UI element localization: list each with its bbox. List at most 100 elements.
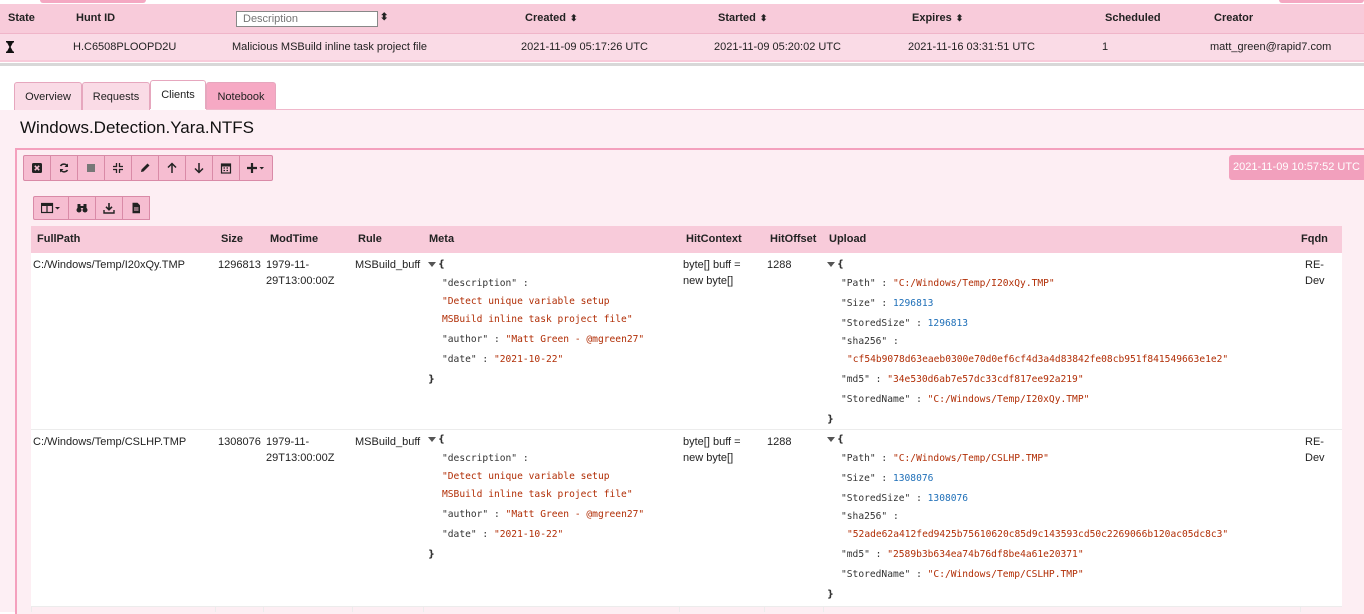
col-hitcontext[interactable]: HitContext: [686, 233, 742, 245]
col-expires-label: Expires: [912, 12, 952, 24]
description-sort-icon[interactable]: ⬍: [380, 12, 389, 23]
caret-down-icon[interactable]: [428, 261, 436, 267]
hunt-description: Malicious MSBuild inline task project fi…: [232, 41, 428, 53]
json-key: "author": [442, 509, 489, 520]
json-string: "C:/Windows/Temp/CSLHP.TMP": [927, 569, 1084, 580]
results-table-header: FullPath Size ModTime Rule Meta HitConte…: [31, 226, 1342, 253]
json-string: "2021-10-22": [493, 529, 564, 540]
col-hitoffset[interactable]: HitOffset: [770, 233, 817, 245]
add-icon: [247, 163, 264, 173]
col-rule[interactable]: Rule: [358, 233, 382, 245]
top-accent-strip: [0, 0, 1364, 4]
cell-hitcontext-line1: byte[] buff =: [683, 259, 741, 271]
cell-modtime: 1979-11-29T13:00:00Z: [266, 430, 335, 466]
json-key: "Size": [841, 473, 876, 484]
stop-icon: [87, 164, 95, 172]
cell-timestamp[interactable]: 2021-11-09 10:57:52 UTC: [1229, 155, 1364, 180]
add-cell-dropdown[interactable]: [239, 155, 273, 181]
col-fullpath[interactable]: FullPath: [37, 233, 81, 245]
cell-fqdn: RE-Dev: [1305, 430, 1325, 466]
cell-size: 1296813: [218, 259, 261, 271]
json-number: 1308076: [927, 493, 969, 504]
json-key: "date": [442, 529, 477, 540]
inspect-button[interactable]: [68, 196, 96, 220]
col-expires[interactable]: Expires⬍: [912, 4, 963, 30]
json-string: "34e530d6ab7e57dc33cdf817ee92a219": [887, 374, 1084, 385]
json-key: "description": [442, 453, 518, 464]
column-selector-button[interactable]: [33, 196, 69, 220]
col-fqdn[interactable]: Fqdn: [1301, 233, 1328, 245]
tab-clients[interactable]: Clients: [150, 80, 206, 109]
json-string: MSBuild inline task project file": [442, 489, 633, 500]
stop-button[interactable]: [77, 155, 105, 181]
caret-down-icon[interactable]: [428, 436, 436, 442]
json-key: "StoredName": [841, 569, 911, 580]
splitter[interactable]: [0, 63, 1364, 66]
cell-hitoffset: 1288: [767, 436, 792, 448]
col-created[interactable]: Created⬍: [525, 4, 578, 30]
cell-fullpath: C:/Windows/Temp/CSLHP.TMP: [33, 436, 187, 448]
caret-down-icon[interactable]: [827, 436, 835, 442]
artifact-title: Windows.Detection.Yara.NTFS: [20, 118, 254, 137]
download-icon: [103, 203, 115, 214]
col-started-label: Started: [718, 12, 756, 24]
cell-fqdn-line2: Dev: [1305, 452, 1325, 464]
cell-hitcontext-line2: new byte[]: [683, 275, 734, 287]
hunts-table: State Hunt ID ⬍ Created⬍ Started⬍ Expire…: [0, 4, 1364, 62]
calendar-button[interactable]: [212, 155, 240, 181]
cell-rule: MSBuild_buff: [355, 436, 421, 448]
json-key: "description": [442, 278, 518, 289]
cell-hitcontext-line1: byte[] buff =: [683, 436, 741, 448]
json-number: 1308076: [892, 473, 934, 484]
json-key: "StoredName": [841, 394, 911, 405]
col-creator[interactable]: Creator: [1214, 12, 1254, 24]
cell-rule: MSBuild_buff: [355, 259, 421, 271]
json-string: "Detect unique variable setup: [442, 296, 610, 307]
cell-hitcontext: byte[] buff = new byte[]: [683, 253, 741, 289]
csv-icon: [132, 202, 140, 214]
col-modtime[interactable]: ModTime: [270, 233, 319, 245]
meta-json: { "description" : "Detect unique variabl…: [428, 434, 645, 560]
cell-modtime-line2: 29T13:00:00Z: [266, 452, 335, 464]
caret-down-icon[interactable]: [827, 261, 835, 267]
export-csv-button[interactable]: [122, 196, 150, 220]
json-key: "sha256": [841, 336, 888, 347]
hunt-id[interactable]: H.C6508PLOOPD2U: [73, 41, 177, 53]
move-up-button[interactable]: [158, 155, 186, 181]
download-button[interactable]: [95, 196, 123, 220]
json-string: "Matt Green - @mgreen27": [505, 509, 645, 520]
columns-icon: [41, 202, 60, 214]
col-size[interactable]: Size: [221, 233, 244, 245]
close-cell-icon: [32, 163, 42, 173]
json-key: "md5": [841, 549, 870, 560]
json-key: "Path": [841, 278, 876, 289]
collapse-button[interactable]: [104, 155, 132, 181]
hunt-creator: matt_green@rapid7.com: [1210, 41, 1332, 53]
json-string: "2021-10-22": [493, 354, 564, 365]
upload-json: { "Path" : "C:/Windows/Temp/I20xQy.TMP" …: [827, 259, 1229, 425]
col-scheduled[interactable]: Scheduled: [1105, 12, 1161, 24]
col-upload[interactable]: Upload: [829, 233, 867, 245]
close-cell-button[interactable]: [23, 155, 51, 181]
col-hunt-id[interactable]: Hunt ID: [76, 12, 116, 24]
tab-requests[interactable]: Requests: [82, 82, 150, 110]
col-state[interactable]: State: [8, 12, 35, 24]
description-filter-input[interactable]: [236, 11, 378, 27]
col-meta[interactable]: Meta: [429, 233, 455, 245]
json-string: MSBuild inline task project file": [442, 314, 633, 325]
tab-notebook[interactable]: Notebook: [206, 82, 276, 110]
json-string: "C:/Windows/Temp/I20xQy.TMP": [892, 278, 1055, 289]
col-started[interactable]: Started⬍: [718, 4, 767, 30]
table-row[interactable]: C:/Windows/Temp/I20xQy.TMP 1296813 1979-…: [31, 253, 1342, 430]
cell-toolbar: [23, 155, 273, 181]
upload-json: { "Path" : "C:/Windows/Temp/CSLHP.TMP" "…: [827, 434, 1229, 600]
table-row[interactable]: C:/Windows/Temp/CSLHP.TMP 1308076 1979-1…: [31, 430, 1342, 607]
json-number: 1296813: [927, 318, 969, 329]
json-number: 1296813: [892, 298, 934, 309]
tab-overview[interactable]: Overview: [14, 82, 82, 110]
move-down-button[interactable]: [185, 155, 213, 181]
hunt-row[interactable]: H.C6508PLOOPD2U Malicious MSBuild inline…: [0, 33, 1364, 60]
top-accent-left: [40, 0, 146, 3]
refresh-button[interactable]: [50, 155, 78, 181]
edit-button[interactable]: [131, 155, 159, 181]
